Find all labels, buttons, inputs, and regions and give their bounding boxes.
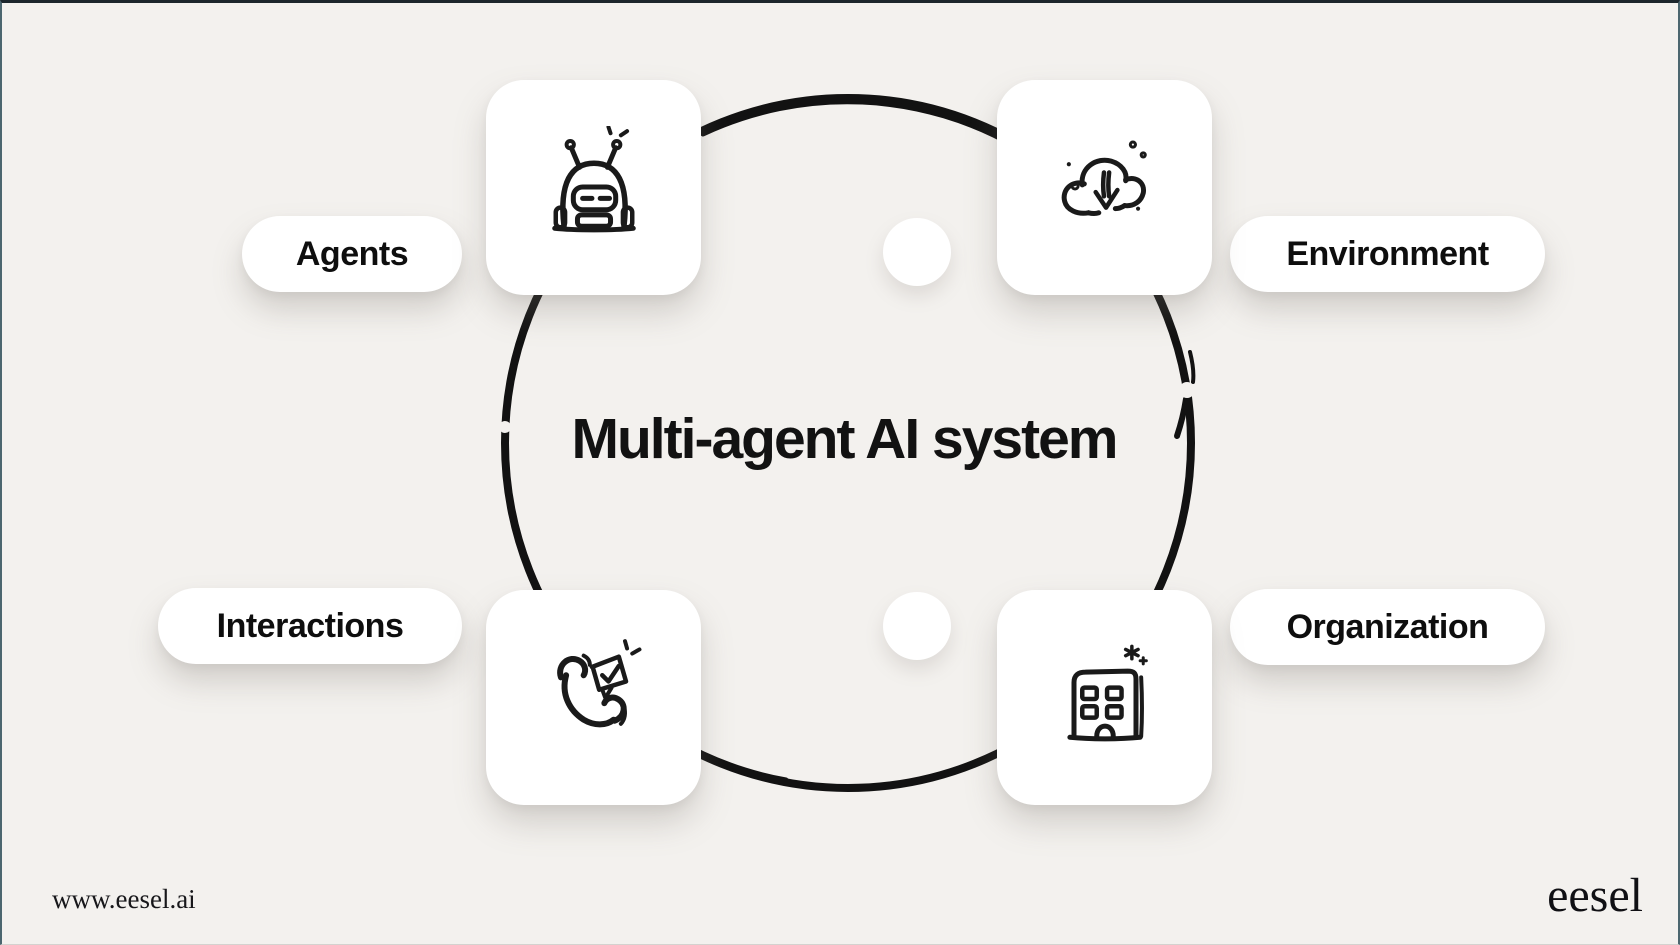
card-organization bbox=[997, 590, 1212, 805]
robot-icon bbox=[532, 126, 656, 250]
label-pill-interactions: Interactions bbox=[158, 588, 462, 664]
card-environment bbox=[997, 80, 1212, 295]
label-pill-organization: Organization bbox=[1230, 589, 1545, 665]
decorative-circle bbox=[883, 218, 951, 286]
environment-label: Environment bbox=[1286, 234, 1489, 273]
card-interactions bbox=[486, 590, 701, 805]
building-icon bbox=[1043, 636, 1167, 760]
website-url: www.eesel.ai bbox=[52, 884, 196, 914]
label-pill-agents: Agents bbox=[242, 216, 462, 292]
interactions-label: Interactions bbox=[216, 606, 404, 645]
label-pill-environment: Environment bbox=[1230, 216, 1545, 292]
agents-label: Agents bbox=[295, 234, 409, 273]
decorative-circle bbox=[883, 592, 951, 660]
card-agents bbox=[486, 80, 701, 295]
phone-message-icon bbox=[532, 636, 656, 760]
cloud-download-icon bbox=[1043, 126, 1167, 250]
organization-label: Organization bbox=[1286, 607, 1489, 646]
diagram-title: Multi-agent AI system bbox=[571, 407, 1119, 471]
brand-logo: eesel bbox=[1547, 869, 1643, 922]
